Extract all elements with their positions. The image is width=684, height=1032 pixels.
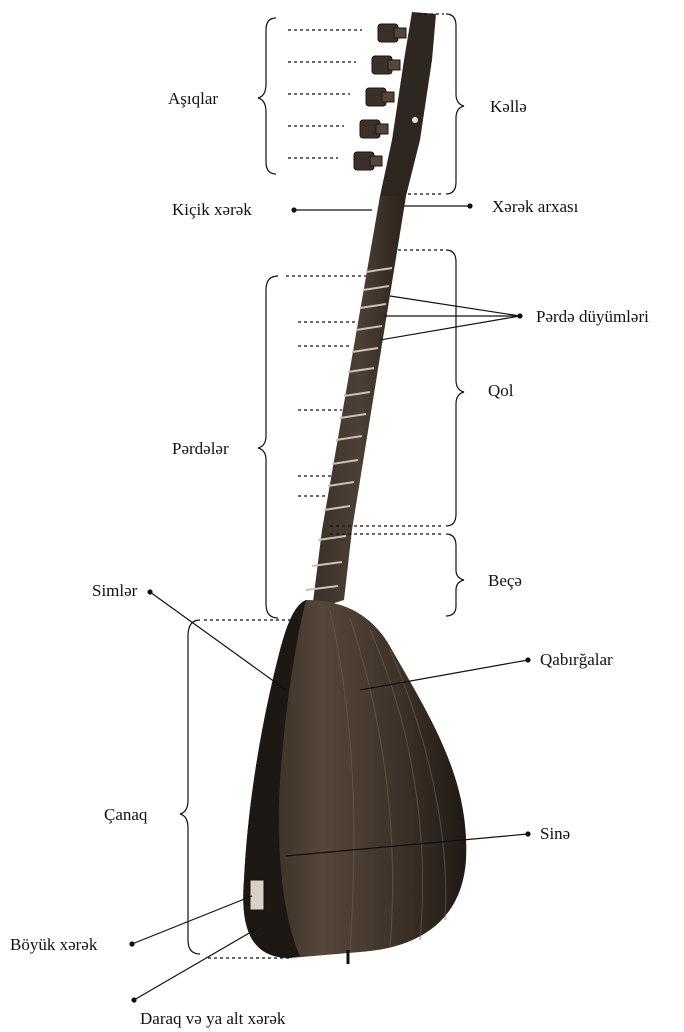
label-xerek-arxasi: Xərək arxası bbox=[492, 198, 578, 215]
label-kelle: Kəllə bbox=[490, 98, 527, 115]
label-daraq: Daraq və ya alt xərək bbox=[140, 1010, 285, 1027]
label-perdeler: Pərdələr bbox=[172, 440, 229, 457]
label-ashiqlar: Aşıqlar bbox=[168, 90, 218, 107]
label-sine: Sinə bbox=[540, 825, 570, 842]
label-simler: Simlər bbox=[92, 582, 137, 599]
saz-instrument bbox=[243, 12, 466, 964]
label-qabirgalar: Qabırğalar bbox=[540, 651, 613, 668]
label-kichik-xerek: Kiçik xərək bbox=[172, 201, 252, 218]
label-beche: Beçə bbox=[488, 572, 522, 589]
bridge bbox=[250, 880, 264, 910]
label-chanaq: Çanaq bbox=[104, 806, 147, 823]
label-perde-duyumleri: Pərdə düyümləri bbox=[536, 308, 649, 325]
neck-shape bbox=[312, 196, 406, 610]
label-boyuk-xerek: Böyük xərək bbox=[10, 936, 97, 953]
label-qol: Qol bbox=[488, 382, 514, 399]
